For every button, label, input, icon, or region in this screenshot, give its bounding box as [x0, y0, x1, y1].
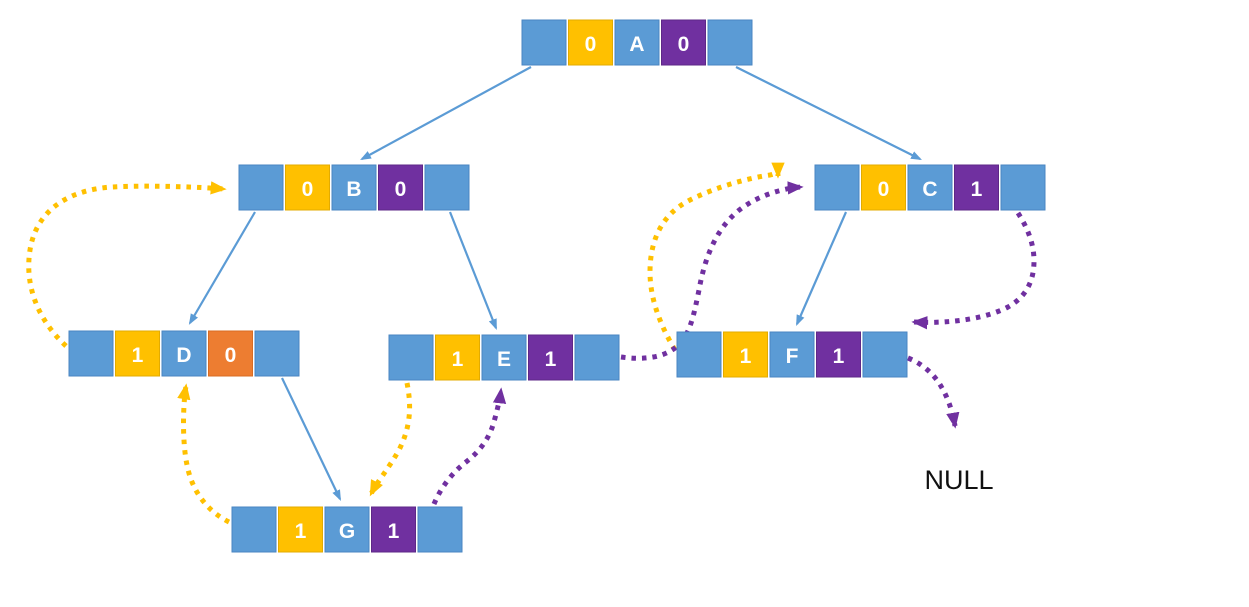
thread-right-F-to-NULL [907, 355, 960, 429]
node-E-left-child-cell [388, 334, 434, 381]
child-edges [188, 66, 922, 501]
node-F-rtag: 1 [833, 345, 845, 368]
node-F-data-cell [769, 331, 815, 378]
node-D-left-child-cell [68, 330, 114, 377]
node-C-ltag-cell [861, 164, 906, 211]
node-D-data-cell [161, 330, 207, 377]
thread-right-G-to-E [431, 387, 507, 505]
node-D-ltag: 1 [132, 344, 144, 367]
edge-A-to-B [360, 66, 532, 161]
node-B-left-child-cell [238, 164, 284, 211]
node-F-ltag: 1 [740, 345, 752, 368]
node-A-ltag-cell [568, 19, 613, 66]
node-E-ltag-cell [435, 334, 480, 381]
node-C-data-cell [907, 164, 953, 211]
node-G-ltag: 1 [295, 520, 307, 543]
node-G-rtag: 1 [388, 520, 400, 543]
thread-left-E-to-G [368, 382, 413, 497]
node-E-rtag-cell [528, 334, 573, 381]
node-C-ltag: 0 [878, 178, 890, 201]
edge-C-to-F [795, 211, 848, 327]
node-E-ltag: 1 [452, 348, 464, 371]
thread-left-F-to-C [647, 162, 785, 352]
node-B-data-cell [331, 164, 377, 211]
node-E-data-cell [481, 334, 527, 381]
node-D-rtag-cell [208, 330, 253, 377]
edge-A-to-C [735, 66, 922, 160]
right-threads [431, 181, 1037, 505]
node-F-ltag-cell [723, 331, 768, 378]
node-A: 0 A 0 [521, 19, 753, 66]
node-D-label: D [176, 344, 191, 367]
node-E-rtag: 1 [545, 348, 557, 371]
node-E-right-child-cell [574, 334, 620, 381]
node-E-label: E [497, 348, 511, 371]
thread-left-G-to-D [177, 383, 231, 525]
node-G: 1 G 1 [231, 506, 463, 553]
node-C-right-child-cell [1000, 164, 1046, 211]
edge-B-to-E [448, 211, 498, 331]
node-D-right-child-cell [254, 330, 300, 377]
thread-right-E-to-C [620, 181, 804, 361]
edge-B-to-D [188, 211, 256, 325]
left-threads [26, 162, 785, 525]
node-F-left-child-cell [676, 331, 722, 378]
node-A-rtag-cell [661, 19, 706, 66]
node-C-left-child-cell [814, 164, 860, 211]
thread-right-C-to-F [911, 211, 1037, 330]
node-G-ltag-cell [278, 506, 323, 553]
thread-left-D-to-B [26, 181, 227, 348]
node-A-rtag: 0 [678, 33, 690, 56]
node-C-label: C [922, 178, 937, 201]
node-D: 1 D 0 [68, 330, 300, 377]
node-G-left-child-cell [231, 506, 277, 553]
node-B-right-child-cell [424, 164, 470, 211]
node-B-ltag: 0 [302, 178, 314, 201]
node-F-rtag-cell [816, 331, 861, 378]
node-F-label: F [786, 345, 799, 368]
node-G-label: G [339, 520, 355, 543]
node-E: 1 E 1 [388, 334, 620, 381]
node-G-rtag-cell [371, 506, 416, 553]
node-B-ltag-cell [285, 164, 330, 211]
node-C-rtag-cell [954, 164, 999, 211]
node-D-ltag-cell [115, 330, 160, 377]
node-A-data-cell [614, 19, 660, 66]
node-F: 1 F 1 [676, 331, 908, 378]
node-B-rtag-cell [378, 164, 423, 211]
node-C: 0 C 1 [814, 164, 1046, 211]
node-A-left-child-cell [521, 19, 567, 66]
node-F-right-child-cell [862, 331, 908, 378]
edge-D-to-G [281, 377, 341, 501]
node-C-rtag: 1 [971, 178, 983, 201]
node-B-rtag: 0 [395, 178, 407, 201]
node-A-ltag: 0 [585, 33, 597, 56]
node-D-rtag: 0 [225, 344, 237, 367]
node-A-right-child-cell [707, 19, 753, 66]
null-label: NULL [924, 465, 993, 495]
node-G-data-cell [324, 506, 370, 553]
node-B-label: B [346, 178, 361, 201]
node-G-right-child-cell [417, 506, 463, 553]
node-A-label: A [629, 33, 644, 56]
node-B: 0 B 0 [238, 164, 470, 211]
